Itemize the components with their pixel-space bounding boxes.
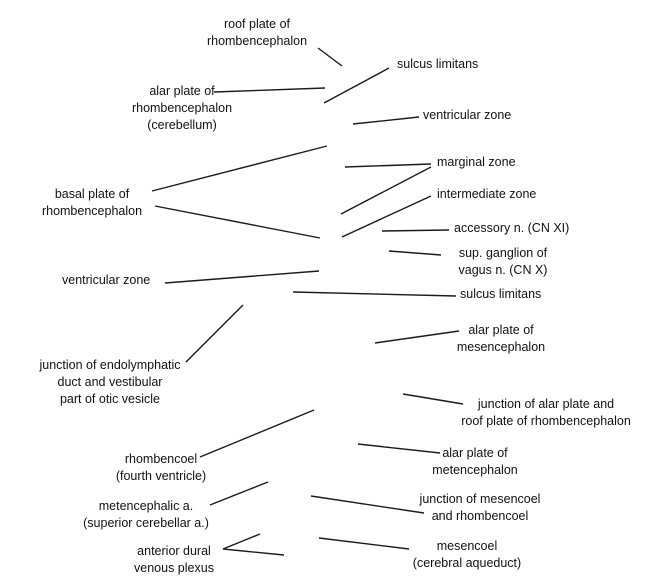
label-metencephalic-artery: metencephalic a. (superior cerebellar a.… [83, 499, 209, 530]
label-ventricular-zone-right: ventricular zone [423, 108, 512, 122]
leader-basal-plate-1 [151, 145, 328, 192]
label-alar-plate-mesencephalon: alar plate of mesencephalon [456, 323, 546, 354]
leader-roof-plate [317, 47, 343, 67]
leader-mesencoel [318, 537, 410, 550]
label-anterior-dural-venous-plexus: anterior dural venous plexus [134, 544, 214, 575]
leader-junction-alar-roof [402, 393, 464, 405]
label-intermediate-zone: intermediate zone [437, 187, 537, 201]
leader-junction-endolymphatic [185, 304, 244, 363]
label-accessory-n: accessory n. (CN XI) [454, 221, 570, 235]
leader-sulcus-limitans-mid [292, 291, 457, 297]
label-alar-plate-rhombencephalon: alar plate of rhombencephalon (cerebellu… [131, 84, 233, 132]
label-rhombencoel: rhombencoel (fourth ventricle) [115, 452, 207, 483]
label-mesencoel: mesencoel (cerebral aqueduct) [412, 539, 522, 570]
leader-intermediate-zone [341, 195, 432, 238]
leader-rhombencoel [199, 409, 315, 458]
label-sup-ganglion-vagus: sup. ganglion of vagus n. (CN X) [458, 246, 548, 277]
label-alar-plate-metencephalon: alar plate of metencephalon [432, 446, 518, 477]
leader-marginal-zone-1 [344, 163, 432, 168]
leader-anterior-dural-1 [222, 533, 261, 550]
label-junction-endolymphatic-duct: junction of endolymphatic duct and vesti… [39, 358, 181, 406]
leader-ventricular-zone-left [164, 270, 320, 284]
label-junction-mesencoel: junction of mesencoel and rhombencoel [419, 492, 541, 523]
label-marginal-zone: marginal zone [437, 155, 516, 169]
leader-anterior-dural-2 [222, 548, 285, 556]
leader-marginal-zone-2 [340, 166, 432, 215]
leader-metencephalic-a [209, 481, 269, 506]
leader-alar-plate-rhomb [213, 87, 326, 93]
leader-ventricular-zone-right [352, 116, 420, 125]
leader-sulcus-limitans-top [323, 67, 390, 104]
label-ventricular-zone-left: ventricular zone [62, 273, 151, 287]
leader-accessory-n [381, 229, 450, 232]
label-roof-plate-rhombencephalon: roof plate of rhombencephalon [206, 17, 308, 48]
leader-alar-plate-meten [357, 443, 441, 454]
leader-sup-ganglion [388, 250, 442, 256]
leader-alar-plate-mesen [374, 330, 460, 344]
label-junction-alar-roof-plate: junction of alar plate and roof plate of… [461, 397, 631, 428]
label-basal-plate-rhombencephalon: basal plate of rhombencephalon [41, 187, 143, 218]
label-sulcus-limitans-mid: sulcus limitans [460, 287, 542, 301]
label-sulcus-limitans-top: sulcus limitans [397, 57, 479, 71]
leader-junction-mesencoel [310, 495, 425, 514]
leader-basal-plate-2 [154, 205, 321, 239]
